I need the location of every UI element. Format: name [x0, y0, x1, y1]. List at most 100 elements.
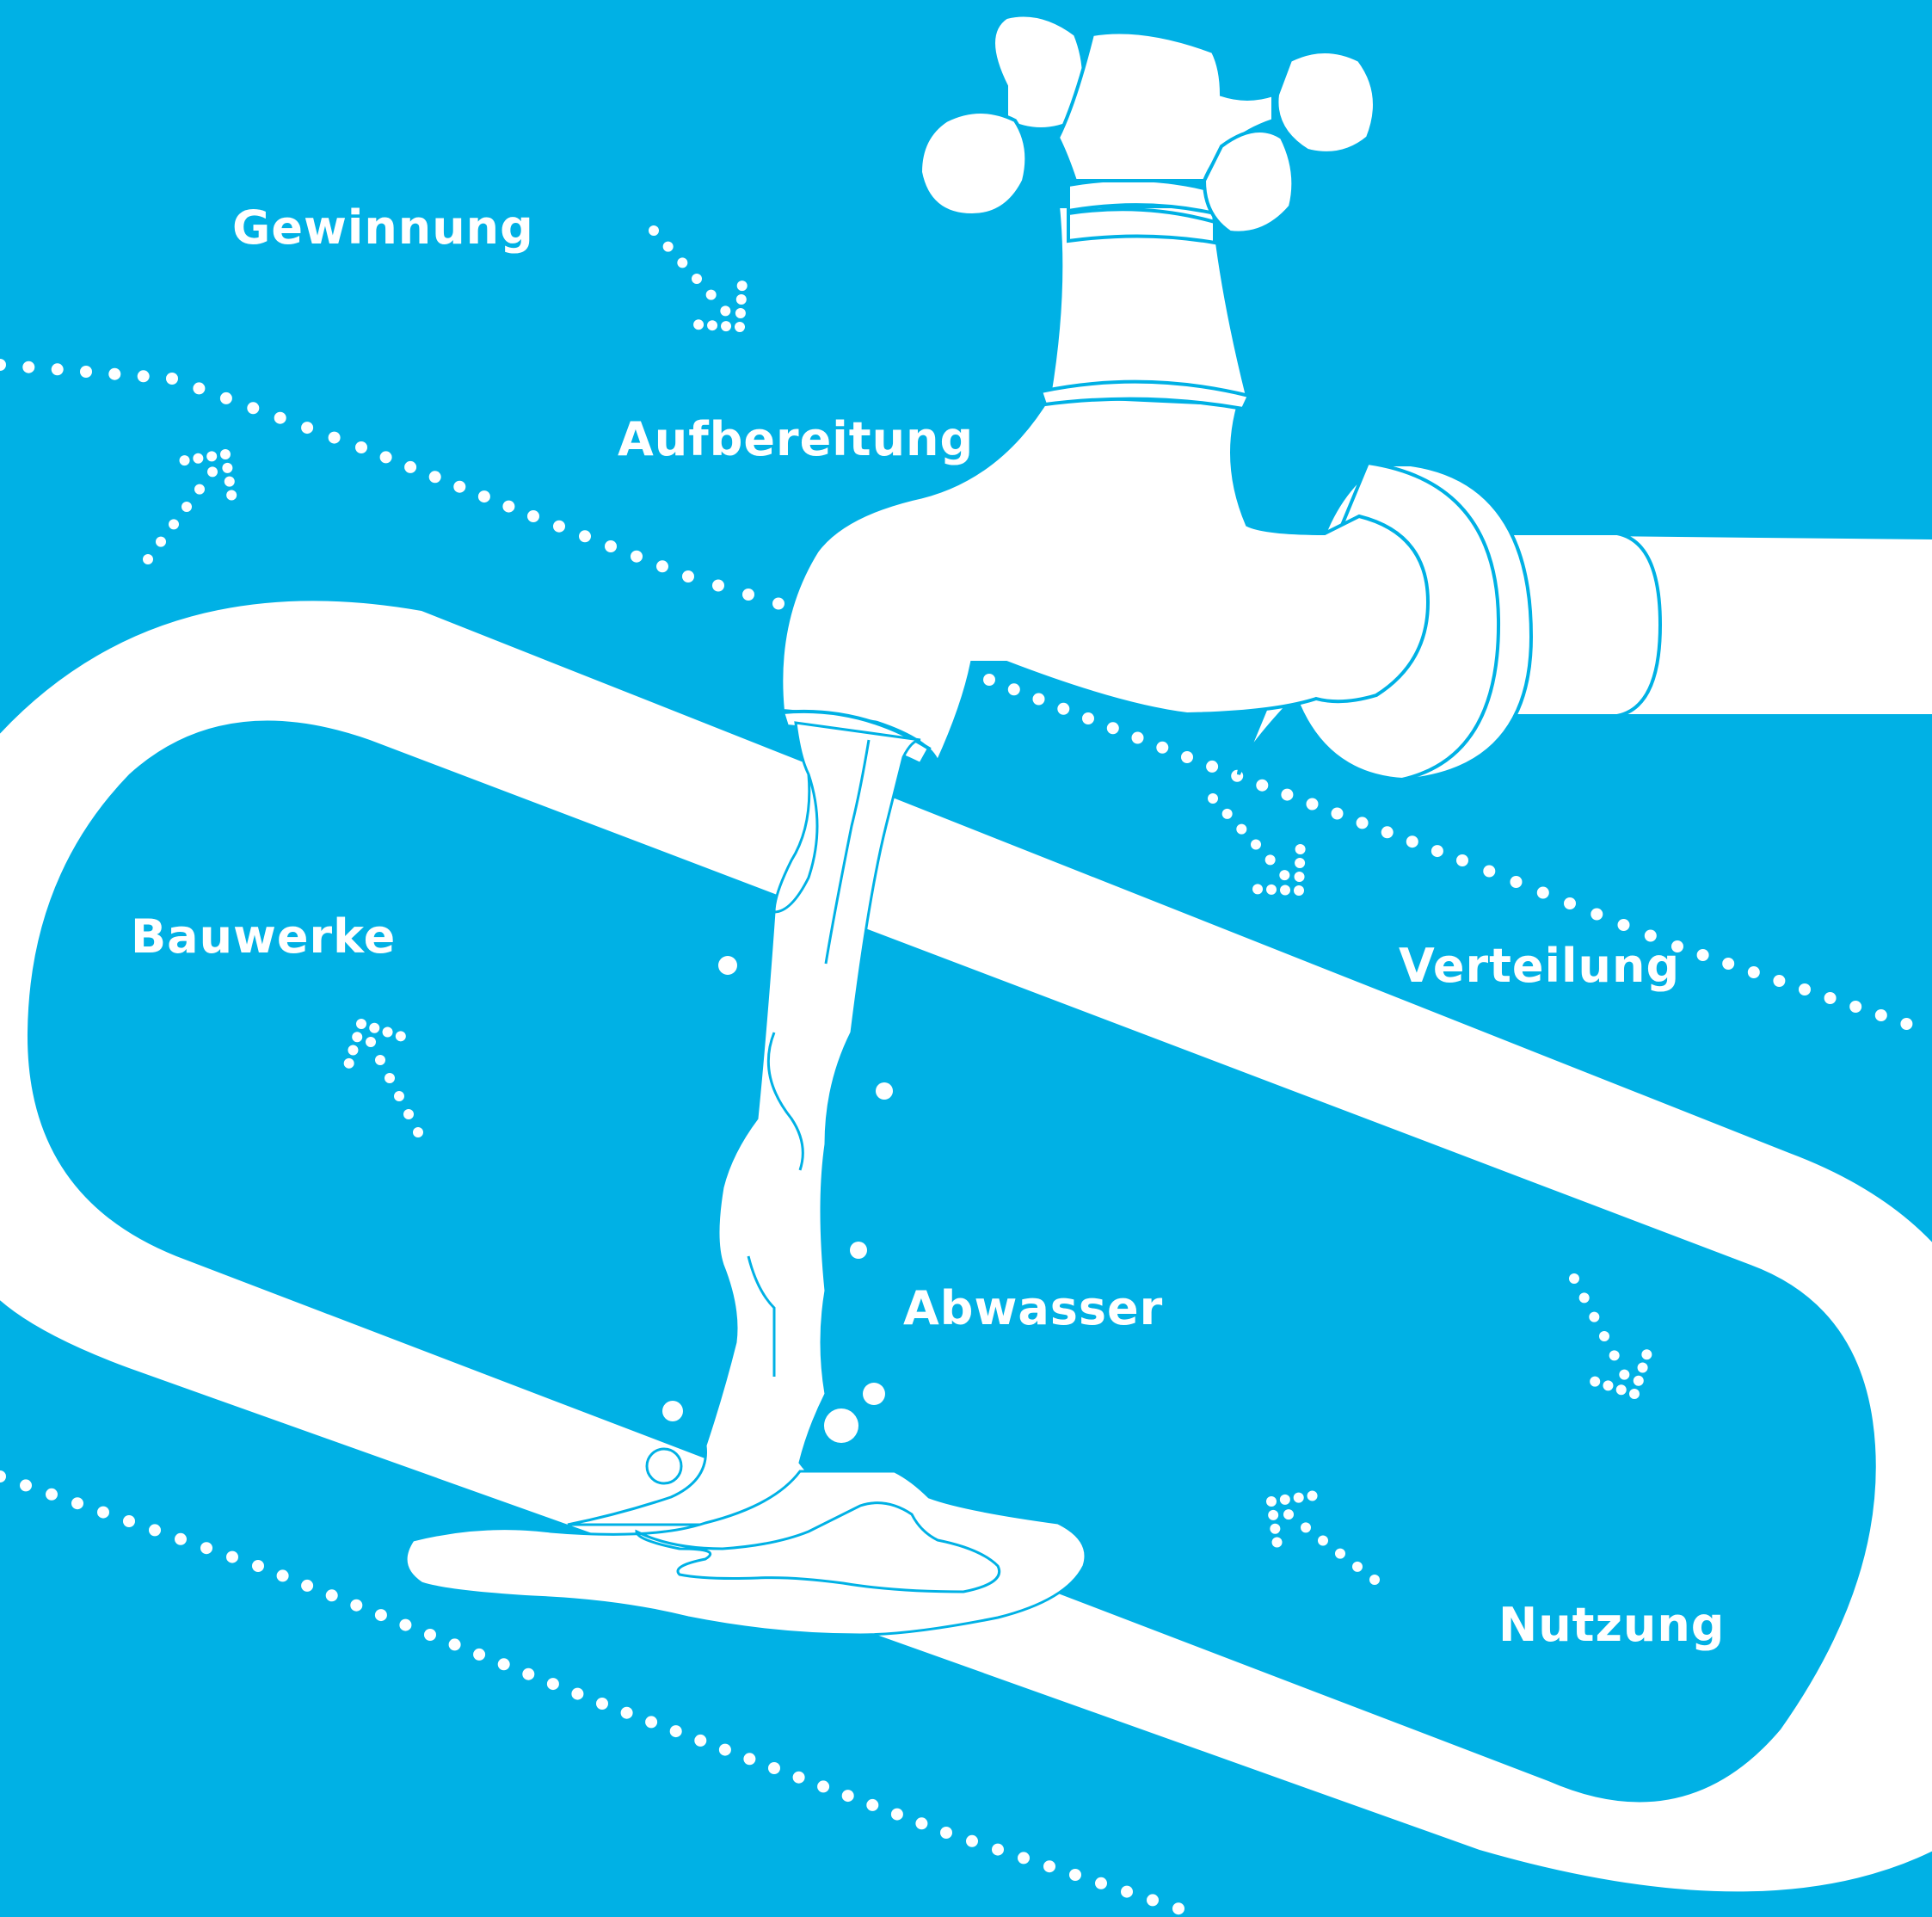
flow-dot [374, 1609, 387, 1622]
flow-dot [1043, 1860, 1055, 1873]
flow-dot [1671, 940, 1683, 952]
flow-dot [1007, 683, 1020, 696]
dotted-arrow-icon [1208, 793, 1306, 896]
flow-dot [768, 1762, 780, 1774]
flow-dot [631, 550, 643, 563]
flow-dot [193, 382, 206, 395]
flow-dot [1406, 835, 1418, 848]
flow-dot [1849, 1001, 1862, 1013]
flow-dot [1018, 1852, 1030, 1865]
flow-dot [80, 366, 92, 378]
flow-dot [792, 1771, 805, 1784]
flow-dot [0, 1470, 6, 1482]
flow-dot [866, 1798, 879, 1811]
flow-dot [1536, 886, 1549, 899]
flow-dot [71, 1497, 83, 1510]
flow-dot [1181, 751, 1193, 763]
label-gewinnung: Gewinnung [232, 200, 534, 255]
flow-dot [219, 391, 232, 404]
flow-dot [1617, 919, 1630, 931]
flow-dot [200, 1542, 212, 1555]
flow-dot [605, 540, 617, 552]
flow-dot [1591, 908, 1603, 921]
flow-dot [1172, 1902, 1184, 1915]
flow-dot [497, 1658, 510, 1671]
flow-dot [966, 1834, 978, 1847]
label-bauwerke: Bauwerke [131, 909, 397, 964]
flow-dot [1431, 845, 1443, 858]
flow-dot [1874, 1009, 1887, 1021]
flow-dot [226, 1550, 238, 1563]
flow-dot [1722, 958, 1735, 970]
flow-dot [328, 431, 341, 444]
flow-dot [453, 480, 466, 493]
flow-dot [46, 1488, 58, 1501]
flow-dot [1069, 1869, 1081, 1881]
flow-dot [477, 490, 490, 503]
flow-dot [274, 411, 286, 424]
flow-dot [379, 451, 392, 464]
flow-dot [137, 370, 150, 383]
flow-dot [252, 1560, 264, 1572]
flow-dot [983, 674, 995, 686]
flow-dot [817, 1780, 830, 1793]
dotted-flow-line-middle [983, 674, 1913, 1030]
pipe-loop-icon [0, 601, 1932, 1892]
dotted-arrow-icon [649, 225, 748, 332]
dotted-flow-line-bottom [0, 1470, 1184, 1915]
flow-dot [1256, 779, 1269, 792]
label-verteilung: Verteilung [1399, 939, 1681, 993]
flow-dot [522, 1667, 535, 1680]
flow-dot [428, 471, 441, 484]
flow-dot [620, 1706, 633, 1719]
flow-dot [743, 1753, 756, 1766]
flow-dot [527, 510, 539, 522]
flow-dot [166, 373, 178, 385]
water-puddle-icon [404, 956, 1087, 1637]
water-tap-icon [779, 13, 1932, 782]
flow-dot [1900, 1018, 1913, 1030]
flow-dot [915, 1817, 928, 1830]
flow-dot [1483, 865, 1496, 878]
flow-dot [596, 1698, 608, 1710]
flow-dot [0, 359, 6, 371]
dotted-arrow-icon [143, 449, 237, 564]
flow-dot [97, 1506, 109, 1519]
flow-dot [448, 1638, 461, 1651]
dotted-flow-line-top [0, 359, 784, 610]
flow-dot [404, 460, 417, 473]
flow-dot [669, 1725, 682, 1738]
flow-dot [1564, 897, 1576, 909]
flow-dot [1456, 854, 1468, 866]
flow-dot [694, 1734, 707, 1747]
flow-dot [742, 589, 754, 601]
flow-dot [175, 1532, 187, 1545]
flow-dot [1696, 949, 1709, 961]
flow-dot [502, 500, 515, 513]
flow-dot [1095, 1877, 1107, 1889]
flow-dot [301, 1579, 314, 1592]
label-nutzung: Nutzung [1498, 1598, 1726, 1652]
flow-dot [20, 1479, 32, 1492]
flow-dot [1747, 966, 1760, 978]
flow-dot [553, 520, 565, 533]
flow-dot [1121, 1885, 1133, 1898]
dotted-arrow-icon [1569, 1273, 1652, 1399]
flow-dot [399, 1618, 412, 1631]
flow-dot [149, 1524, 161, 1537]
flow-dot [841, 1790, 854, 1803]
dotted-arrow-icon [1266, 1490, 1380, 1585]
flow-dot [1356, 817, 1369, 829]
flow-dot [940, 1827, 952, 1839]
label-abwasser: Abwasser [903, 1281, 1164, 1335]
flow-dot [301, 422, 314, 435]
flow-dot [656, 560, 668, 573]
flow-dot [1306, 798, 1319, 811]
flow-dot [1799, 983, 1811, 995]
flow-dot [350, 1599, 363, 1612]
flow-dot [1131, 731, 1144, 744]
flow-dot [1147, 1894, 1159, 1907]
flow-dot [645, 1716, 658, 1729]
flow-dot [992, 1843, 1004, 1856]
